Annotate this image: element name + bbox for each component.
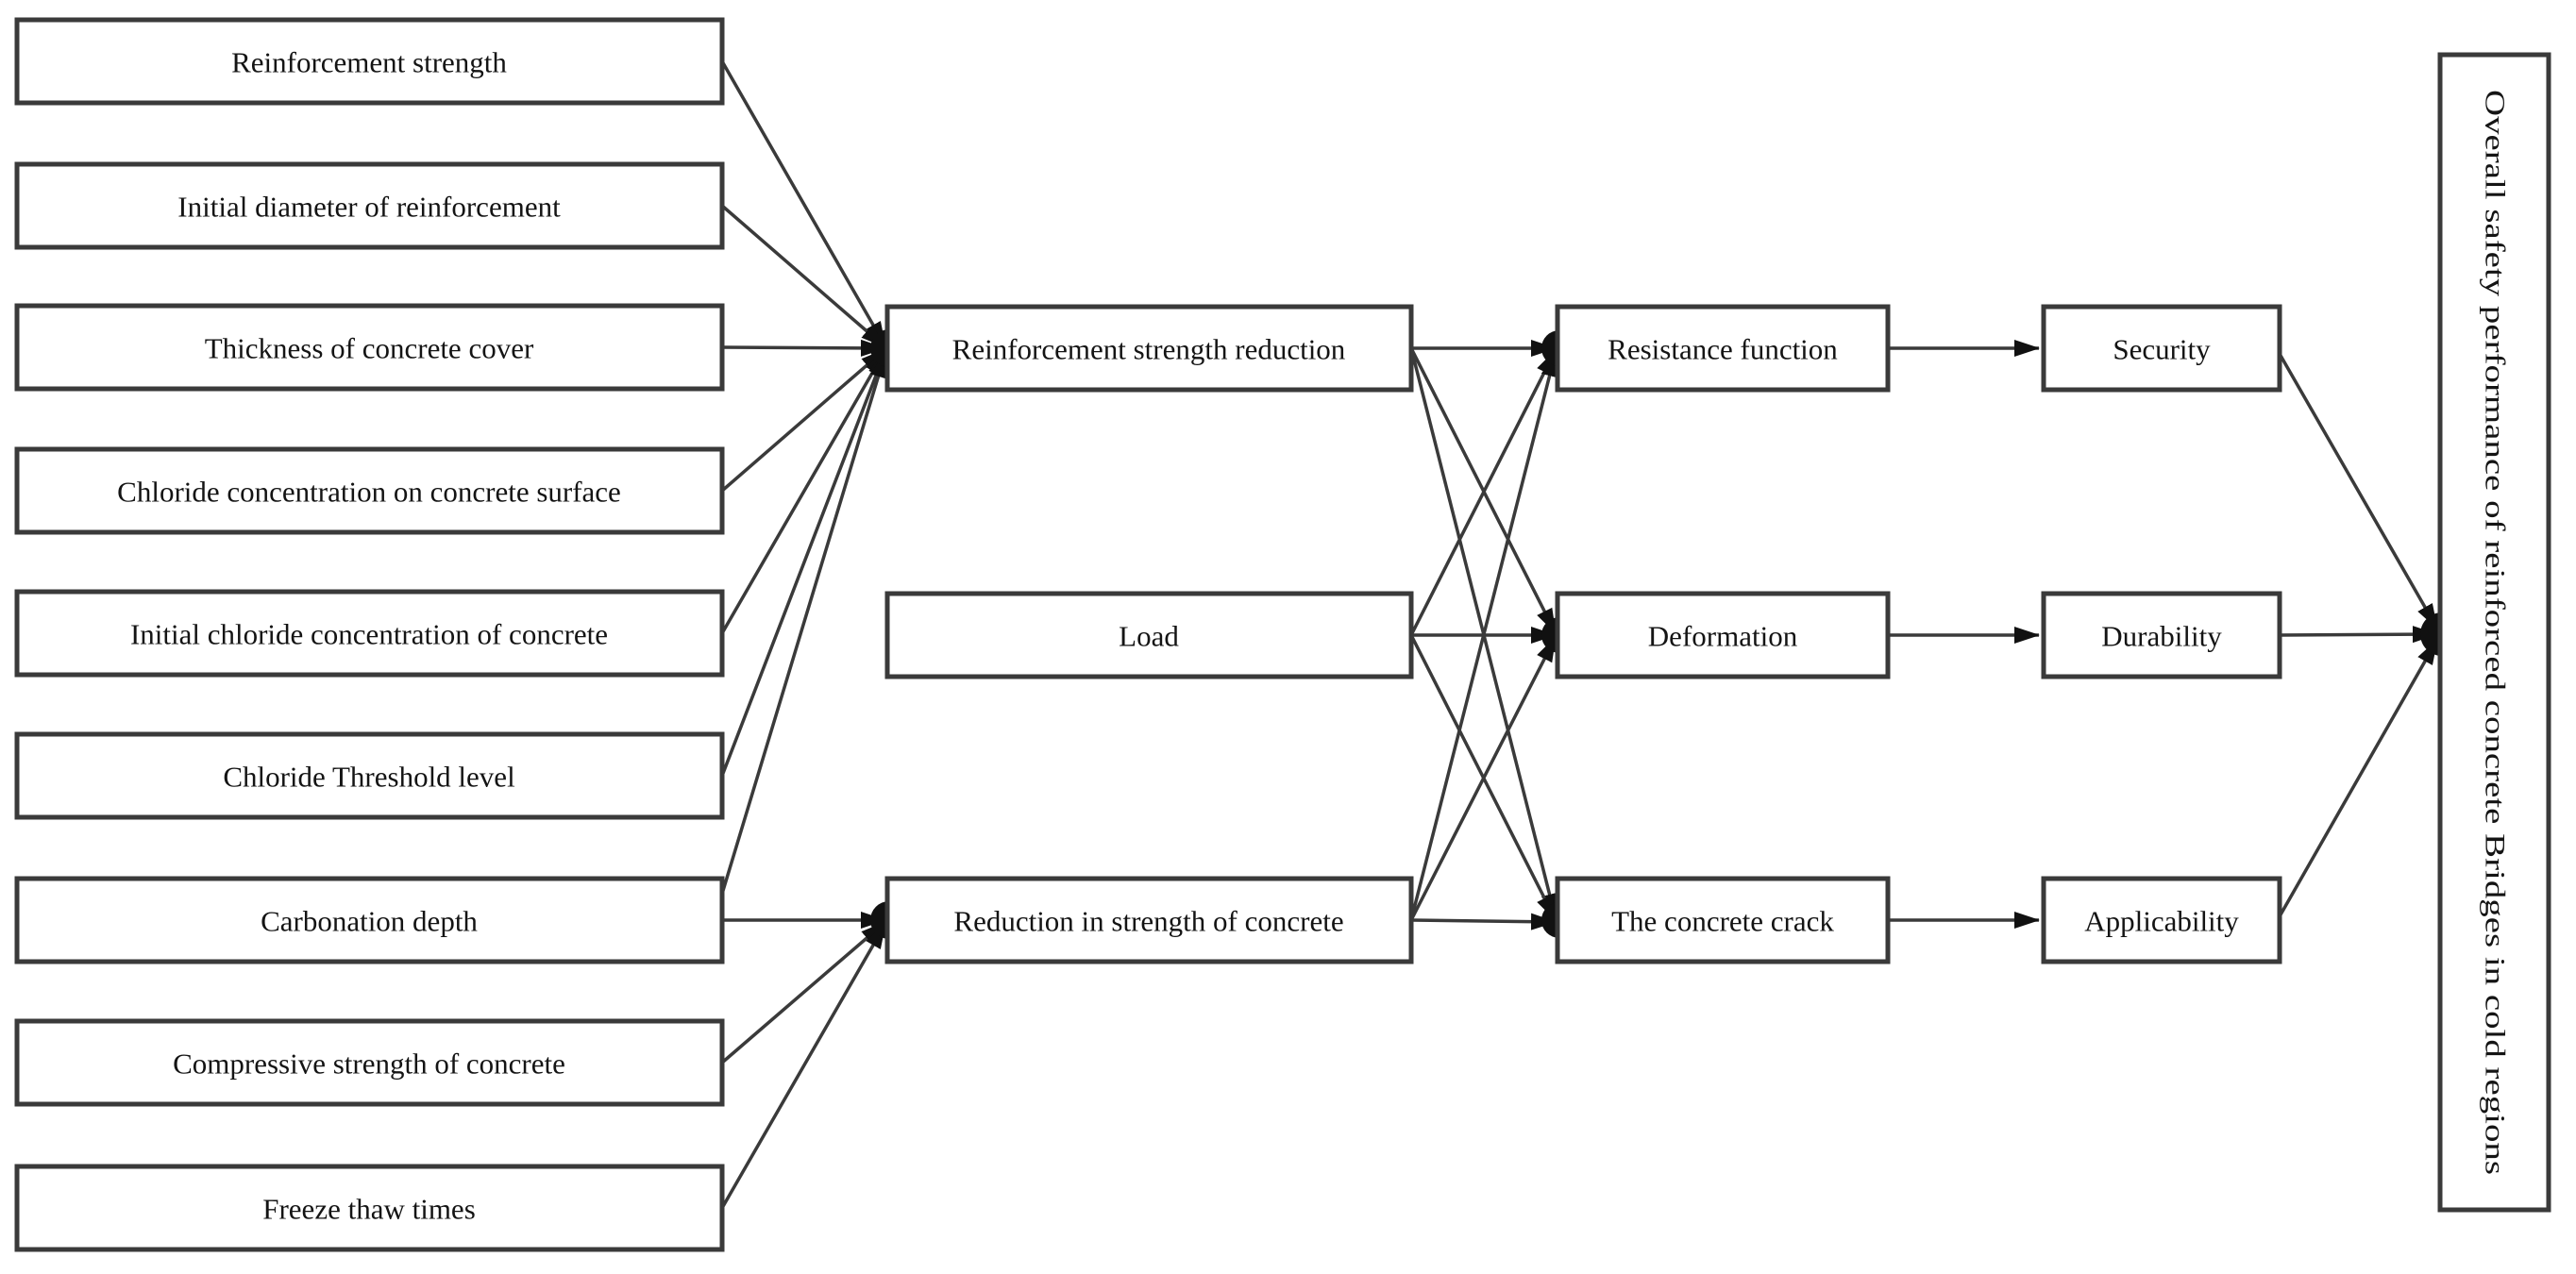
node-compressive-strength: Compressive strength of concrete (14, 1018, 725, 1107)
node-security: Security (2041, 304, 2282, 393)
node-label: Carbonation depth (261, 905, 478, 938)
node-concrete-strength-reduction: Reduction in strength of concrete (884, 876, 1414, 964)
node-box (14, 876, 725, 964)
node-label: Reinforcement strength reduction (952, 333, 1346, 366)
node-label: Load (1119, 620, 1179, 653)
node-box (14, 731, 725, 820)
edge (720, 349, 887, 634)
node-deformation: Deformation (1555, 591, 1891, 679)
edge (1409, 351, 1558, 921)
node-reinforcement-strength-reduction: Reinforcement strength reduction (884, 304, 1414, 393)
node-resistance-function: Resistance function (1555, 304, 1891, 393)
edge (720, 352, 887, 895)
node-box (14, 161, 725, 250)
node-reinforcement-strength: Reinforcement strength (14, 17, 725, 106)
node-box (2041, 304, 2282, 393)
node-box (884, 304, 1414, 393)
edge (2278, 353, 2439, 629)
node-box (884, 591, 1414, 679)
edge (1409, 349, 1557, 636)
node-label: The concrete crack (1611, 905, 1834, 938)
node-surface-chloride: Chloride concentration on concrete surfa… (14, 446, 725, 535)
node-box (14, 1164, 725, 1252)
arrow-convergence-blob (1541, 330, 1559, 366)
arrow-convergence-blob (870, 901, 889, 939)
edge (1409, 636, 1557, 921)
node-label: Resistance function (1608, 333, 1838, 366)
node-label: Durability (2101, 620, 2222, 653)
node-label: Initial diameter of reinforcement (177, 191, 561, 224)
node-initial-diameter: Initial diameter of reinforcement (14, 161, 725, 250)
node-box (1555, 304, 1891, 393)
edge (2279, 626, 2438, 644)
edge (720, 923, 887, 1209)
node-carbonation-depth: Carbonation depth (14, 876, 725, 964)
node-label: Security (2113, 333, 2211, 366)
node-label: Initial chloride concentration of concre… (130, 618, 608, 651)
edge (720, 350, 887, 777)
arrow-convergence-blob (870, 329, 889, 367)
node-durability: Durability (2041, 591, 2282, 679)
edge (721, 339, 886, 357)
node-label: Thickness of concrete cover (205, 332, 534, 365)
node-label: Deformation (1648, 620, 1798, 653)
node-chloride-threshold: Chloride Threshold level (14, 731, 725, 820)
node-initial-chloride: Initial chloride concentration of concre… (14, 589, 725, 678)
edge (2278, 639, 2439, 917)
edge (720, 347, 887, 493)
arrow-convergence-blob (1541, 617, 1559, 653)
node-label: Freeze thaw times (262, 1193, 476, 1226)
node-label: Reduction in strength of concrete (953, 905, 1343, 938)
node-box (2041, 591, 2282, 679)
node-box (14, 446, 725, 535)
node-cover-thickness: Thickness of concrete cover (14, 303, 725, 392)
node-box (14, 303, 725, 392)
node-label: Compressive strength of concrete (173, 1048, 565, 1081)
node-concrete-crack: The concrete crack (1555, 876, 1891, 964)
node-box (14, 1018, 725, 1107)
node-overall-safety-performance: Overall safety performance of reinforced… (2437, 52, 2551, 1213)
edge (1410, 913, 1557, 930)
arrow-convergence-blob (1541, 902, 1559, 938)
arrow-convergence-blob (2420, 612, 2442, 656)
node-label: Applicability (2084, 905, 2239, 938)
edge (720, 60, 887, 347)
node-box (2437, 52, 2551, 1213)
node-box (14, 17, 725, 106)
edge (720, 920, 887, 1064)
node-box (884, 876, 1414, 964)
node-load: Load (884, 591, 1414, 679)
node-box (1555, 591, 1891, 679)
node-label: Overall safety performance of reinforced… (2480, 90, 2511, 1175)
node-box (2041, 876, 2282, 964)
node-box (1555, 876, 1891, 964)
convergence-blobs-layer (870, 329, 2442, 939)
node-label: Chloride Threshold level (223, 761, 514, 794)
edges-layer (720, 60, 2439, 1209)
node-applicability: Applicability (2041, 876, 2282, 964)
node-label: Chloride concentration on concrete surfa… (117, 476, 621, 509)
edge (720, 204, 887, 349)
node-label: Reinforcement strength (231, 46, 507, 79)
node-freeze-thaw: Freeze thaw times (14, 1164, 725, 1252)
node-box (14, 589, 725, 678)
